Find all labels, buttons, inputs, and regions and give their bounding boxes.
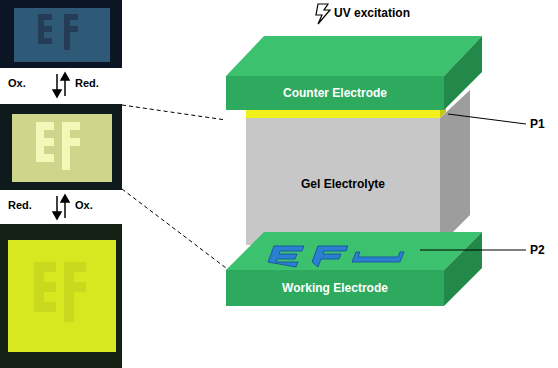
working-electrode: [226, 232, 482, 306]
photo-neutral: [0, 104, 122, 190]
electrolyte-box: Gel Electrolyte: [297, 175, 389, 193]
excitation-label: UV excitation: [334, 6, 410, 20]
photo-reduced: [0, 224, 122, 368]
node-text: Gel Electrolyte: [301, 177, 385, 191]
counter-electrode: [226, 36, 482, 118]
gel-box: [246, 90, 470, 245]
leader-lines: [420, 114, 526, 250]
redox-arrows: [53, 73, 69, 219]
photo-oxidized: [0, 0, 122, 68]
node-text: Working Electrode: [282, 281, 388, 295]
redox-label: Red.: [8, 199, 32, 211]
node-text: Counter Electrode: [283, 86, 387, 100]
part-label: P2: [530, 243, 545, 257]
electrode-box: Counter Electrode: [279, 84, 391, 102]
redox-label: Ox.: [75, 199, 93, 211]
lightning-icon: [316, 4, 330, 24]
electrode-box: Working Electrode: [278, 279, 392, 297]
redox-label: Ox.: [8, 77, 26, 89]
redox-label: Red.: [75, 77, 99, 89]
part-label: P1: [530, 117, 545, 131]
zoom-lines: [122, 105, 226, 268]
